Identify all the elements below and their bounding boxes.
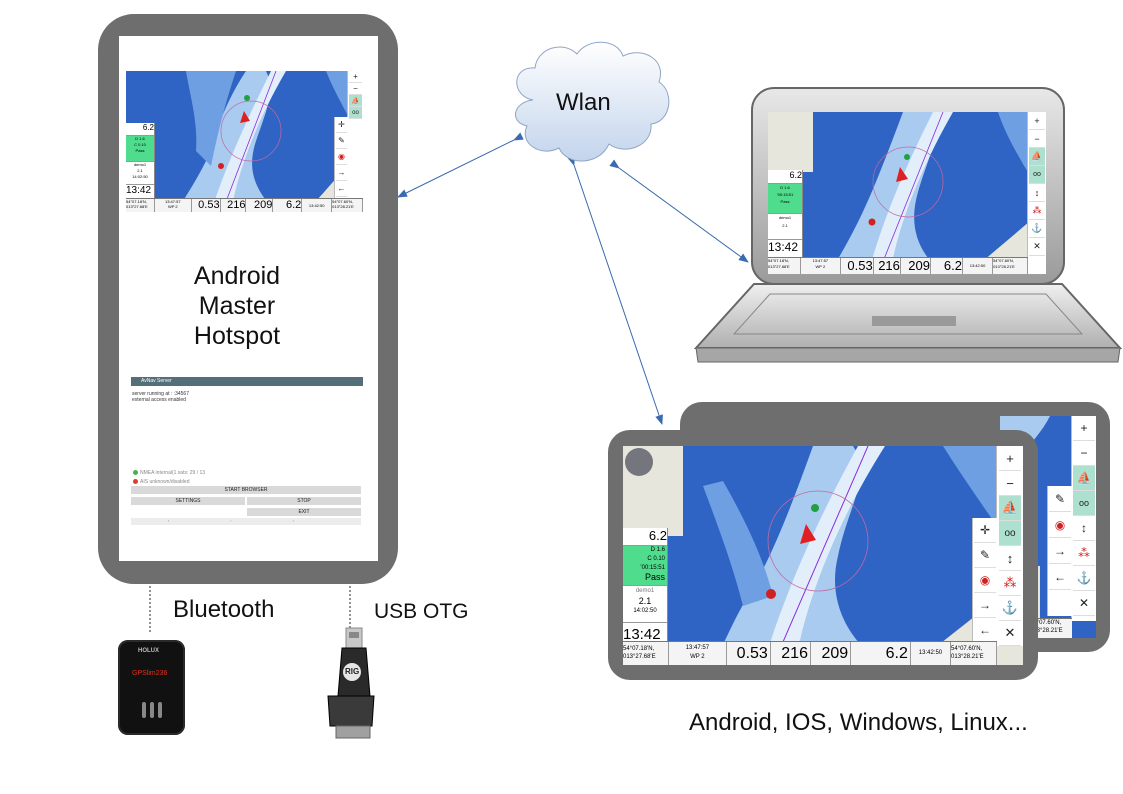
- tablet-toolbar: + − ⛵ oo ↕ ⁂ ⚓ ✕: [996, 446, 1023, 646]
- server-info: server running at : :34567 external acce…: [132, 391, 189, 403]
- compass-icon[interactable]: ↕: [998, 546, 1022, 571]
- platforms-label: Android, IOS, Windows, Linux...: [689, 709, 1028, 736]
- compass-icon[interactable]: ↕: [1029, 184, 1045, 202]
- route-icon[interactable]: ⁂: [1029, 202, 1045, 220]
- zoom-out-icon[interactable]: −: [998, 471, 1022, 496]
- server-title-bar: AvNav Server: [131, 377, 363, 386]
- zoom-out-icon[interactable]: −: [348, 83, 363, 95]
- crosshair-icon[interactable]: ✛: [974, 518, 996, 543]
- usb-otg-label: USB OTG: [374, 600, 469, 623]
- pencil-icon[interactable]: ✎: [335, 133, 348, 149]
- stop-button[interactable]: STOP: [247, 497, 361, 505]
- zoom-in-icon[interactable]: +: [348, 71, 363, 83]
- target-icon[interactable]: ◉: [1049, 512, 1071, 538]
- close-icon[interactable]: ✕: [998, 621, 1022, 646]
- gps-time-cell: 13:42:50: [911, 642, 952, 665]
- binoculars-icon[interactable]: oo: [1029, 166, 1045, 184]
- zoom-out-icon[interactable]: −: [1029, 130, 1045, 148]
- boat-icon[interactable]: ⛵: [998, 496, 1022, 521]
- boat-icon[interactable]: ⛵: [1073, 466, 1095, 491]
- brg-cell: 209: [811, 642, 852, 665]
- zoom-in-icon[interactable]: +: [998, 446, 1022, 471]
- android-nav-bar: ‹ ◦ ▫: [131, 518, 361, 525]
- wlan-label: Wlan: [556, 89, 611, 116]
- crosshair-icon[interactable]: ✛: [335, 117, 348, 133]
- arrow-phone-cloud: [397, 132, 524, 198]
- settings-button[interactable]: SETTINGS: [131, 497, 245, 505]
- gps-receiver-image: HOLUX GPSlim236: [118, 640, 185, 735]
- wlan-cloud: [515, 41, 670, 162]
- zoom-out-icon[interactable]: −: [1073, 441, 1095, 466]
- compass-icon[interactable]: ↕: [1073, 516, 1095, 541]
- position-cell: 54°07.18'N,013°27.68'E: [623, 642, 669, 665]
- route-icon[interactable]: ⁂: [998, 571, 1022, 596]
- boat-icon[interactable]: ⛵: [348, 95, 363, 107]
- close-icon[interactable]: ✕: [1029, 238, 1045, 256]
- back-tablet-toolbar: + − ⛵ oo ↕ ⁂ ⚓ ✕: [1071, 416, 1096, 621]
- arrow-right-icon[interactable]: →: [1049, 538, 1071, 564]
- binoculars-icon[interactable]: oo: [1073, 491, 1095, 516]
- anchor-icon[interactable]: ⚓: [998, 596, 1022, 621]
- nmea-status-icon: [133, 470, 138, 476]
- arrow-left-icon[interactable]: ←: [974, 618, 996, 643]
- depth-box: 6.2: [126, 123, 154, 136]
- arrow-right-icon[interactable]: →: [335, 165, 348, 181]
- tablet-toolbar-2: ✛ ✎ ◉ → ←: [972, 518, 997, 646]
- target-icon[interactable]: ◉: [335, 149, 348, 165]
- sog-cell: 0.53: [727, 642, 771, 665]
- ais-status-icon: [133, 479, 138, 485]
- anchor-icon[interactable]: ⚓: [1073, 566, 1095, 591]
- gps-model: GPSlim236: [132, 670, 168, 677]
- bluetooth-label: Bluetooth: [173, 596, 275, 623]
- arrow-cloud-tablet: [567, 155, 663, 425]
- close-icon[interactable]: ✕: [1073, 591, 1095, 616]
- phone-caption: Android Master Hotspot: [193, 262, 281, 350]
- target-icon[interactable]: ◉: [974, 568, 996, 593]
- gps-brand: HOLUX: [138, 648, 159, 654]
- exit-button[interactable]: EXIT: [247, 508, 361, 516]
- anchor-icon[interactable]: ⚓: [1029, 220, 1045, 238]
- zoom-in-icon[interactable]: +: [1073, 416, 1095, 441]
- depth-cell: 6.2: [851, 642, 911, 665]
- usb-brand: RIG: [345, 667, 360, 676]
- back-tablet-toolbar-2: ✎ ◉ → ←: [1047, 486, 1072, 616]
- usb-serial-adapter-image: [327, 627, 375, 739]
- zoom-in-icon[interactable]: +: [1029, 112, 1045, 130]
- route-icon[interactable]: ⁂: [1073, 541, 1095, 566]
- phone-toolbar: + − ⛵ oo: [347, 71, 363, 212]
- arrow-left-icon[interactable]: ←: [1049, 564, 1071, 590]
- arrow-left-icon[interactable]: ←: [335, 181, 348, 197]
- arrow-right-icon[interactable]: →: [974, 593, 996, 618]
- binoculars-icon[interactable]: oo: [348, 107, 363, 119]
- depth-box: 6.2: [623, 528, 667, 547]
- start-browser-button[interactable]: START BROWSER: [131, 486, 361, 494]
- marker-position-cell: 54°07.60'N,013°28.21'E: [951, 642, 998, 665]
- pencil-icon[interactable]: ✎: [974, 543, 996, 568]
- binoculars-icon[interactable]: oo: [998, 521, 1022, 546]
- cog-cell: 216: [771, 642, 811, 665]
- phone-toolbar-2: ✛ ✎ ◉ → ←: [334, 117, 348, 199]
- laptop-toolbar: + − ⛵ oo ↕ ⁂ ⚓ ✕: [1027, 112, 1046, 274]
- pencil-icon[interactable]: ✎: [1049, 486, 1071, 512]
- boat-icon[interactable]: ⛵: [1029, 148, 1045, 166]
- server-status: NMEA internal(1 sats: 29 / 13 AIS unknow…: [133, 469, 353, 487]
